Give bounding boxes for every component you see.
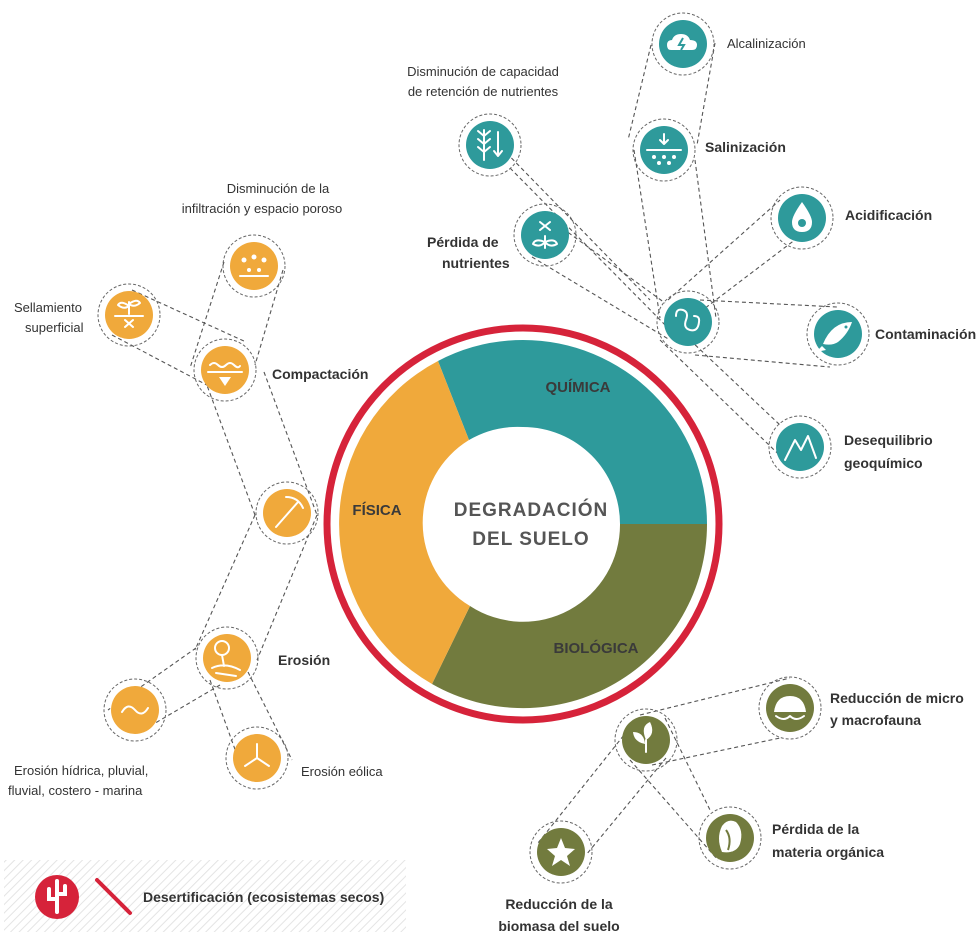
label-desequilibrio-2: geoquímico	[844, 455, 923, 471]
label-reduccion-biomasa-2: biomasa del suelo	[498, 918, 619, 934]
node-compactacion	[193, 338, 257, 402]
center-title-line1: DEGRADACIÓN	[454, 499, 609, 521]
biologica-nodes	[529, 676, 822, 884]
node-pickaxe	[255, 481, 319, 545]
node-leaves	[614, 708, 678, 772]
node-infiltracion	[222, 234, 286, 298]
label-sellamiento-1: Sellamiento	[14, 300, 82, 315]
soil-fauna-icon	[774, 696, 806, 720]
label-infiltracion-2: infiltración y espacio poroso	[182, 201, 342, 216]
quimica-nodes	[458, 12, 870, 479]
dead-fish-icon	[816, 322, 852, 352]
node-erosion-hidrica	[103, 678, 167, 742]
star-icon	[547, 838, 575, 866]
cactus-icon	[35, 875, 79, 919]
label-compactacion: Compactación	[272, 366, 368, 382]
label-reduccion-fauna-1: Reducción de micro	[830, 690, 964, 706]
label-infiltracion-1: Disminución de la	[227, 181, 330, 196]
node-reduccion-fauna	[758, 676, 822, 740]
node-reduccion-biomasa	[529, 820, 593, 884]
center-title-line2: DEL SUELO	[472, 529, 589, 550]
label-acidificacion: Acidificación	[845, 207, 932, 223]
node-desequilibrio	[768, 415, 832, 479]
label-perdida-nutrientes-2: nutrientes	[442, 255, 510, 271]
compaction-icon	[207, 362, 243, 386]
label-contaminacion: Contaminación	[875, 326, 976, 342]
label-perdida-materia-2: materia orgánica	[772, 844, 884, 860]
plant-seal-icon	[114, 299, 144, 328]
legend: Desertificación (ecosistemas secos)	[4, 860, 406, 932]
salt-layer-icon	[646, 133, 682, 165]
wave-icon	[121, 705, 149, 715]
node-acidificacion	[770, 186, 834, 250]
node-erosion	[195, 626, 259, 690]
node-perdida-materia	[698, 806, 762, 870]
label-erosion-hidrica-1: Erosión hídrica, pluvial,	[14, 763, 148, 778]
segment-label-biologica: BIOLÓGICA	[554, 639, 639, 657]
label-erosion: Erosión	[278, 652, 330, 668]
label-reduccion-fauna-2: y macrofauna	[830, 712, 921, 728]
legend-label: Desertificación (ecosistemas secos)	[143, 889, 384, 905]
wind-turbine-icon	[244, 743, 270, 767]
slash-icon	[95, 878, 132, 915]
segment-fisica	[339, 361, 470, 684]
mountain-line-icon	[784, 435, 817, 461]
label-desequilibrio-1: Desequilibrio	[844, 432, 933, 448]
label-disminucion-capacidad-2: de retención de nutrientes	[408, 84, 559, 99]
label-alcalinizacion: Alcalinización	[727, 36, 806, 51]
node-perdida-nutrientes	[513, 203, 577, 267]
node-hub	[656, 290, 720, 354]
segment-quimica-ext	[438, 340, 523, 440]
segment-label-quimica: QUÍMICA	[546, 379, 611, 396]
node-disminucion-capacidad	[458, 113, 522, 177]
labels: Disminución de la infiltración y espacio…	[8, 36, 976, 934]
label-perdida-nutrientes-1: Pérdida de	[427, 234, 499, 250]
pickaxe-icon	[275, 496, 304, 528]
leaves-icon	[633, 722, 653, 753]
label-erosion-hidrica-2: fluvial, costero - marina	[8, 783, 143, 798]
node-salinizacion	[632, 118, 696, 182]
node-sellamiento	[97, 283, 161, 347]
label-erosion-eolica: Erosión eólica	[301, 764, 383, 779]
label-perdida-materia-1: Pérdida de la	[772, 821, 859, 837]
wheat-down-icon	[477, 129, 503, 161]
squiggle-icon	[675, 308, 701, 332]
acid-drop-icon	[792, 202, 812, 232]
label-sellamiento-2: superficial	[25, 320, 84, 335]
connectors	[107, 42, 838, 861]
node-alcalinizacion	[651, 12, 715, 76]
node-erosion-eolica	[225, 726, 289, 790]
cloud-lightning-icon	[667, 34, 697, 51]
segment-biologica	[432, 524, 707, 709]
segment-label-fisica: FÍSICA	[352, 502, 401, 519]
fisica-nodes	[97, 234, 319, 790]
outer-red-ring	[323, 324, 723, 724]
soil-pores-icon	[239, 254, 269, 277]
eroded-tree-icon	[211, 640, 241, 677]
node-contaminacion	[806, 302, 870, 366]
segment-quimica	[523, 340, 707, 524]
label-salinizacion: Salinización	[705, 139, 786, 155]
organic-matter-icon	[719, 820, 742, 853]
central-donut: QUÍMICA FÍSICA BIOLÓGICA DEGRADACIÓN DEL…	[323, 324, 723, 724]
label-disminucion-capacidad-1: Disminución de capacidad	[407, 64, 559, 79]
plant-x-icon	[532, 221, 558, 249]
label-reduccion-biomasa-1: Reducción de la	[505, 896, 613, 912]
